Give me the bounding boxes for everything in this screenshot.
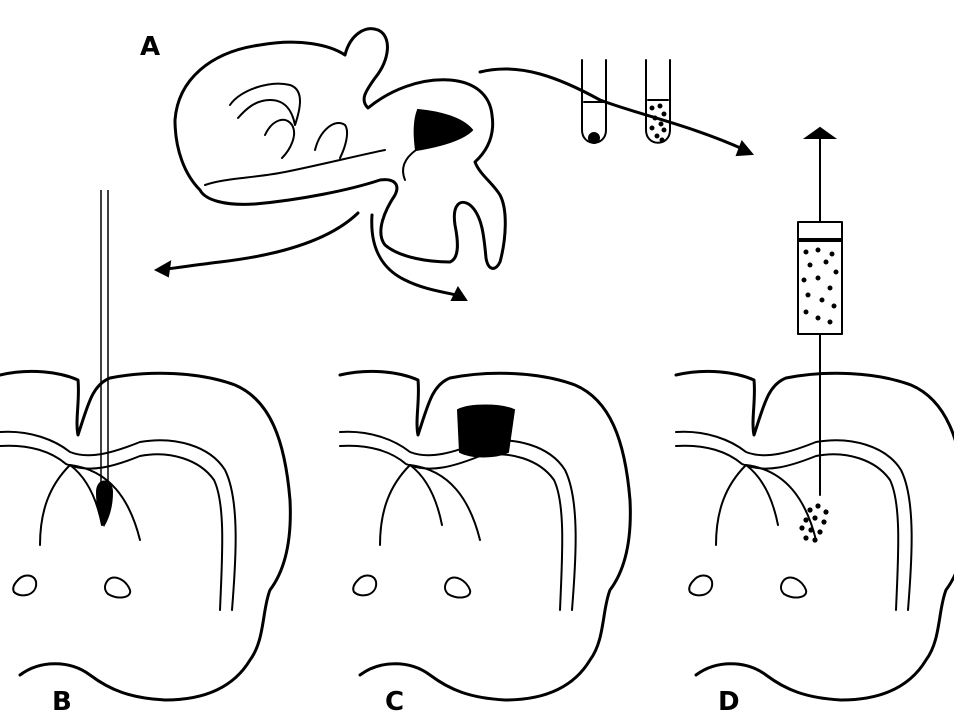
panel-label-d: D bbox=[718, 687, 740, 716]
panel-label-a: A bbox=[140, 32, 160, 62]
brain-fold-upper bbox=[230, 84, 300, 125]
panel-d: D bbox=[676, 371, 954, 716]
brain-fold-lobe bbox=[205, 150, 385, 185]
syringe-plunger-tip bbox=[806, 128, 834, 138]
coronal-section-d bbox=[676, 371, 954, 700]
arrowhead-to-panel-c bbox=[452, 288, 466, 300]
brain-fold-lower bbox=[315, 123, 347, 158]
test-tube-pellet bbox=[582, 60, 606, 143]
syringe-cell-dots bbox=[803, 249, 838, 324]
brain-fold-middle bbox=[265, 120, 294, 158]
lesion-electrolytic bbox=[97, 482, 112, 526]
panel-label-c: C bbox=[385, 687, 404, 716]
arrow-to-panel-d bbox=[480, 69, 745, 150]
test-tube-suspension bbox=[646, 60, 670, 143]
panel-b: B bbox=[0, 190, 290, 716]
panel-c: C bbox=[340, 371, 630, 716]
arrow-to-panel-c bbox=[372, 215, 460, 296]
arrowhead-to-panel-d bbox=[737, 142, 752, 155]
excised-tissue-region bbox=[415, 110, 472, 150]
cell-pellet bbox=[589, 133, 599, 143]
brain-fold-stem bbox=[403, 150, 416, 180]
brain-outline bbox=[175, 29, 505, 269]
arrow-to-panel-b bbox=[160, 213, 358, 270]
cell-suspension-dots bbox=[651, 105, 666, 142]
arrowhead-to-panel-b bbox=[156, 262, 170, 276]
lesion-aspiration bbox=[458, 406, 514, 457]
coronal-section-b bbox=[0, 371, 290, 700]
panel-label-b: B bbox=[52, 687, 72, 716]
